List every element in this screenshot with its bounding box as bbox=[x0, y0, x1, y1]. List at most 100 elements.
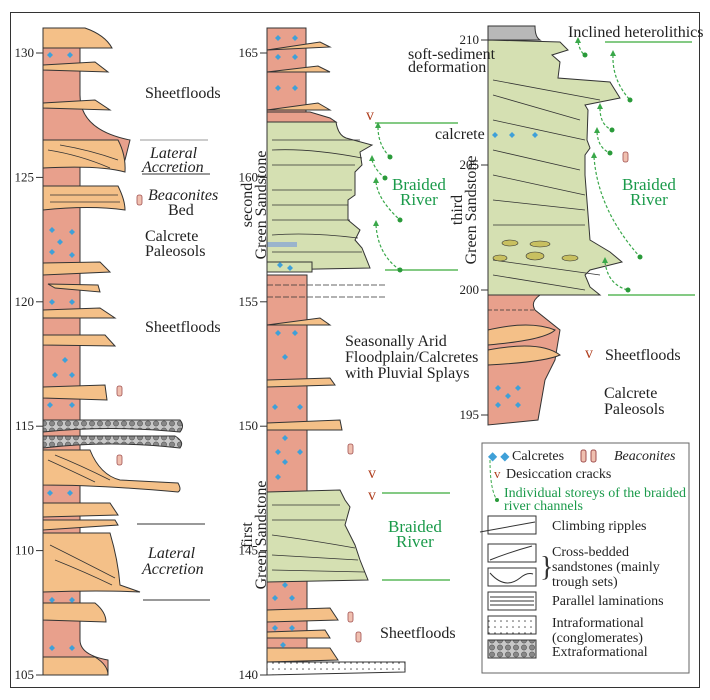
label-soft-sed-2: deformation bbox=[408, 59, 486, 76]
axis-tick-label: 120 bbox=[15, 294, 35, 309]
arrow-up-icon bbox=[610, 50, 616, 56]
calcrete-icon bbox=[49, 597, 55, 603]
beaconites-burrows bbox=[116, 151, 629, 643]
legend-desiccation: Desiccation cracks bbox=[506, 467, 611, 482]
calcrete-icon bbox=[282, 459, 288, 465]
axis-tick-label: 130 bbox=[15, 45, 35, 60]
calcrete-icon bbox=[277, 262, 283, 268]
middle-base-conglomerate bbox=[266, 661, 406, 676]
label-calcrete-2: Paleosols bbox=[145, 243, 205, 260]
axis-tick-label: 165 bbox=[239, 45, 259, 60]
axis-tick-label: 195 bbox=[460, 407, 480, 422]
axis-tick-label: 125 bbox=[15, 169, 35, 184]
calcrete-icon bbox=[62, 357, 68, 363]
left-extraformational-2 bbox=[42, 435, 183, 449]
axis-tick-label: 150 bbox=[239, 418, 259, 433]
calcrete-icon bbox=[57, 239, 63, 245]
beaconites-icon bbox=[580, 449, 587, 463]
arrow-up-icon bbox=[575, 37, 581, 43]
calcrete-icon bbox=[495, 385, 501, 391]
calcrete-icon bbox=[69, 402, 75, 408]
label-sheetfloods-middle: Sheetfloods bbox=[380, 625, 456, 642]
calcrete-icon bbox=[275, 35, 281, 41]
calcrete-icon bbox=[67, 52, 73, 58]
arrow-up-icon bbox=[597, 103, 603, 109]
climbing-ripples-swatch bbox=[487, 515, 537, 535]
axis-tick-label: 160 bbox=[239, 169, 259, 184]
legend-climbing: Climbing ripples bbox=[552, 519, 647, 534]
calcrete-icon bbox=[282, 582, 288, 588]
arrow-up-icon bbox=[591, 152, 597, 158]
calcrete-icon bbox=[272, 625, 278, 631]
calcrete-icon bbox=[292, 54, 298, 60]
calcrete-icon: ◆ ◆ bbox=[488, 449, 510, 463]
label-paleosols-right-2: Paleosols bbox=[604, 401, 664, 418]
storey-dots bbox=[382, 52, 643, 293]
extraformational-swatch bbox=[487, 639, 537, 659]
calcrete-icon bbox=[47, 402, 53, 408]
desiccation-icon: v bbox=[494, 466, 501, 481]
calcrete-icon bbox=[282, 354, 288, 360]
legend-cross-3: trough sets) bbox=[552, 575, 618, 590]
beaconites-icon bbox=[116, 454, 123, 466]
cross-bedded-swatch-2 bbox=[487, 567, 537, 587]
calcrete-icon bbox=[69, 645, 75, 651]
legend-extra: Extraformational bbox=[552, 645, 648, 660]
legend-storeys-1: Individual storeys of the braided bbox=[504, 486, 686, 501]
legend-intra-2: (conglomerates) bbox=[552, 631, 643, 646]
legend-intra-1: Intraformational bbox=[552, 616, 644, 631]
beaconites-icon bbox=[136, 194, 143, 206]
beaconites-icon bbox=[116, 385, 123, 397]
calcrete-icon bbox=[275, 85, 281, 91]
calcrete-icon bbox=[287, 265, 293, 271]
axis-tick-label: 115 bbox=[15, 418, 34, 433]
label-floodplain-3: with Pluvial Splays bbox=[345, 365, 469, 382]
right-grey-top bbox=[487, 25, 542, 41]
calcrete-icon bbox=[272, 595, 278, 601]
label-beaconites-1: Beaconites bbox=[148, 187, 218, 204]
calcrete-icon bbox=[280, 642, 286, 648]
calcrete-icon bbox=[49, 227, 55, 233]
left-bed-top bbox=[42, 27, 113, 49]
legend-beaconites: Beaconites bbox=[614, 449, 676, 464]
calcrete-icon bbox=[49, 249, 55, 255]
label-second-2: Green Sandstone bbox=[253, 151, 270, 260]
calcrete-icon bbox=[47, 490, 53, 496]
arrow-up-icon bbox=[373, 177, 379, 183]
calcrete-icon bbox=[67, 490, 73, 496]
label-braided-lower-1: Braided bbox=[388, 517, 442, 536]
arrow-up-icon bbox=[602, 257, 608, 263]
arrow-up-icon bbox=[373, 220, 379, 226]
desiccation-marks: v v v v bbox=[366, 107, 593, 504]
calcrete-icon bbox=[297, 404, 303, 410]
calcrete-icon bbox=[515, 385, 521, 391]
label-braided-lower-2: River bbox=[396, 532, 434, 551]
legend-storeys-2: river channels bbox=[504, 499, 583, 514]
calcrete-nodules bbox=[47, 35, 538, 651]
calcrete-icon bbox=[495, 402, 501, 408]
middle-second-green-sandstone bbox=[266, 121, 374, 271]
calcrete-icon bbox=[289, 625, 295, 631]
label-floodplain-1: Seasonally Arid bbox=[345, 333, 447, 350]
calcrete-icon bbox=[492, 132, 498, 138]
calcrete-icon bbox=[292, 330, 298, 336]
label-calcrete-right: calcrete bbox=[435, 126, 485, 143]
storey-arrow-icon bbox=[489, 459, 498, 501]
axis-tick-label: 140 bbox=[239, 667, 259, 682]
calcrete-icon bbox=[69, 252, 75, 258]
label-first-1: first bbox=[239, 522, 256, 548]
label-sheetfloods-right: Sheetfloods bbox=[605, 347, 681, 364]
label-second-1: second bbox=[239, 183, 256, 227]
calcrete-icon bbox=[69, 299, 75, 305]
label-sheetfloods-mid: Sheetfloods bbox=[145, 319, 221, 336]
arrow-up-icon bbox=[369, 155, 375, 161]
left-column bbox=[42, 27, 183, 676]
svg-text:}: } bbox=[540, 552, 553, 583]
label-lateral-top-1: Lateral bbox=[149, 145, 198, 162]
label-paleosols-right-1: Calcrete bbox=[604, 385, 657, 402]
desiccation-icon: v bbox=[585, 345, 593, 362]
legend-cross-2: sandstones (mainly bbox=[552, 560, 660, 575]
